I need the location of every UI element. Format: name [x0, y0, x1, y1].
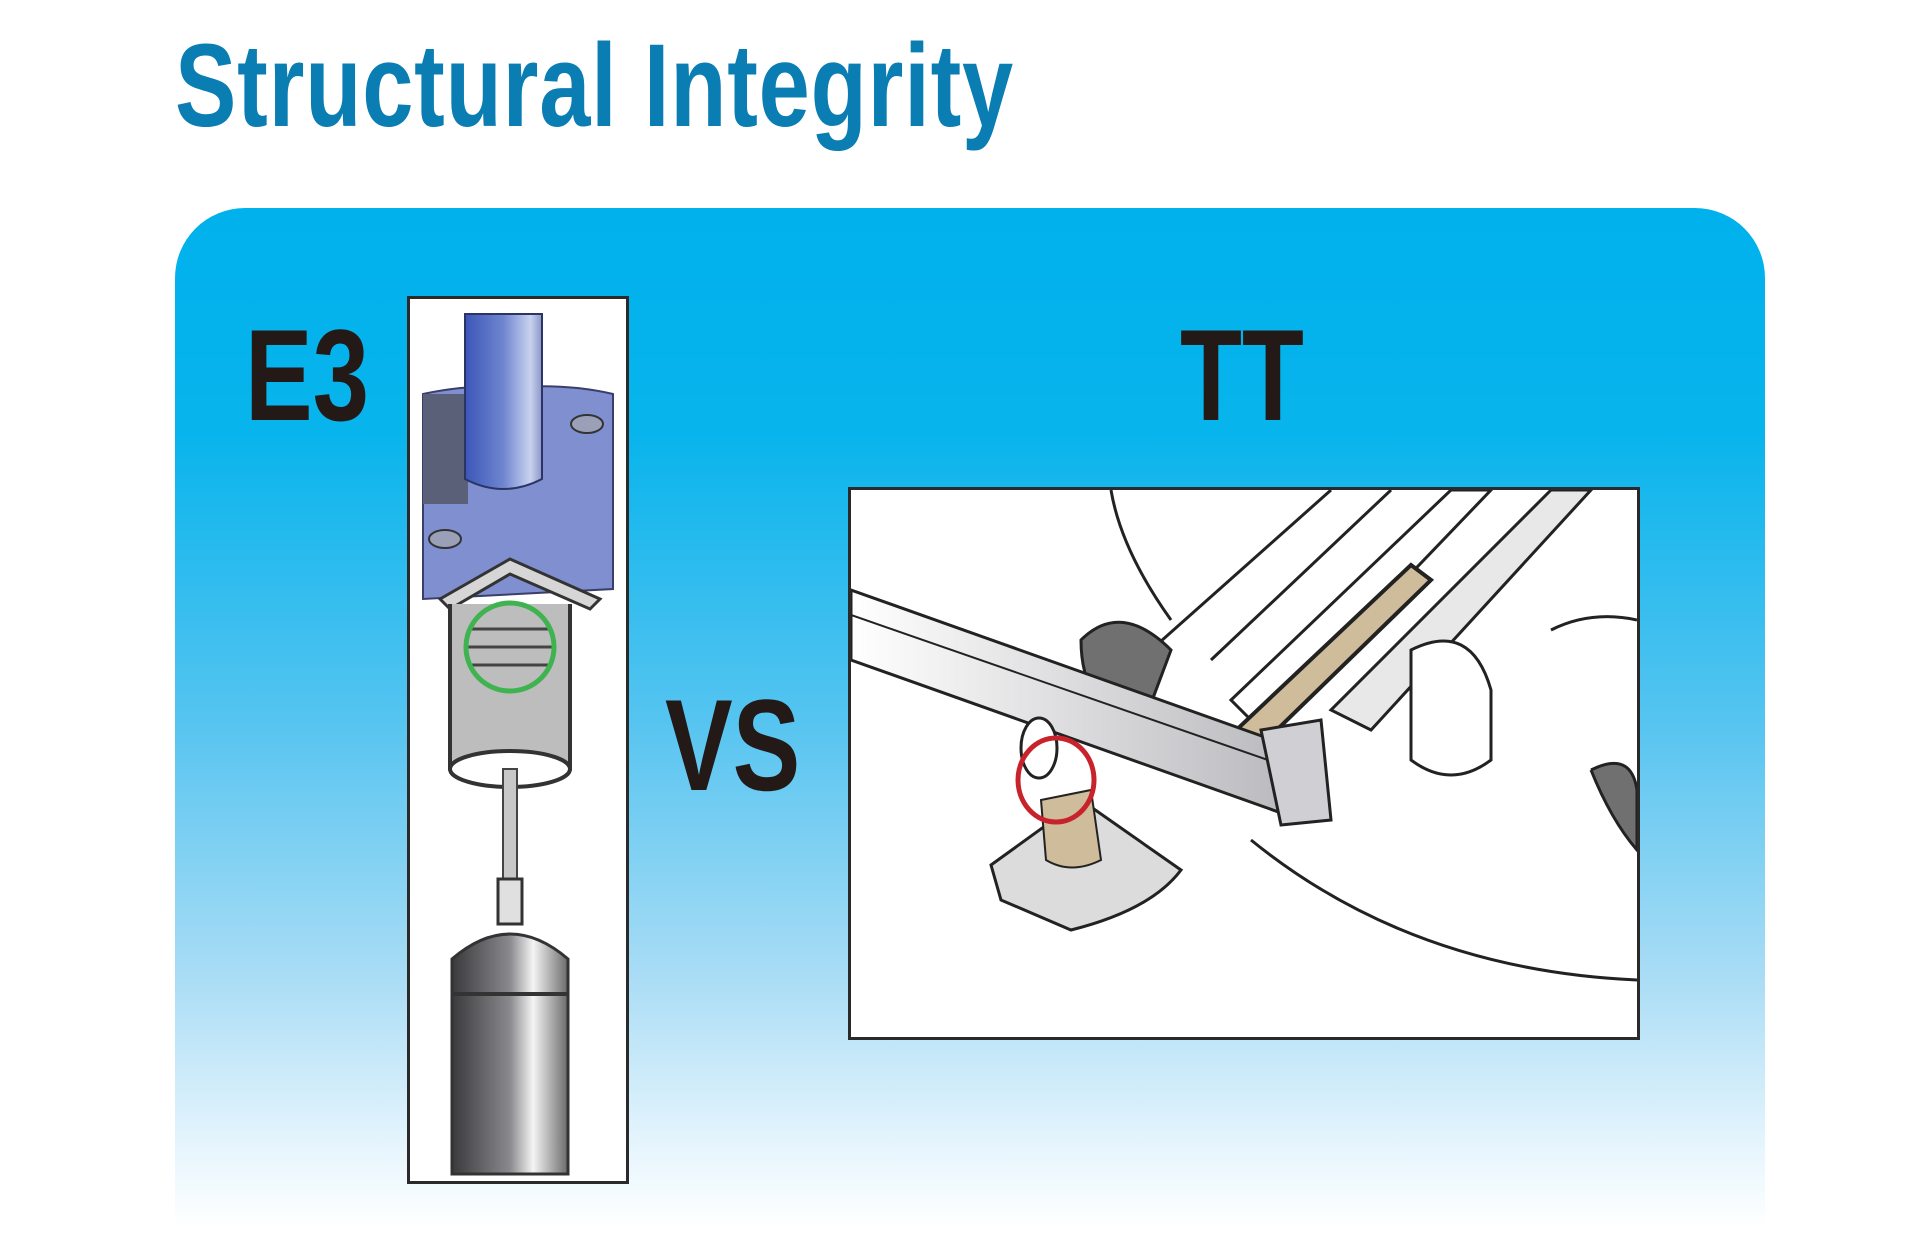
tt-illustration-frame	[848, 487, 1640, 1040]
e3-illustration-frame	[407, 296, 629, 1184]
vs-label: VS	[665, 672, 801, 818]
tt-cutter-illustration-icon	[851, 490, 1637, 982]
e3-valve-illustration-icon	[422, 313, 614, 1176]
page-title: Structural Integrity	[175, 20, 1014, 152]
tt-label: TT	[1180, 302, 1304, 448]
e3-label: E3	[245, 302, 370, 448]
